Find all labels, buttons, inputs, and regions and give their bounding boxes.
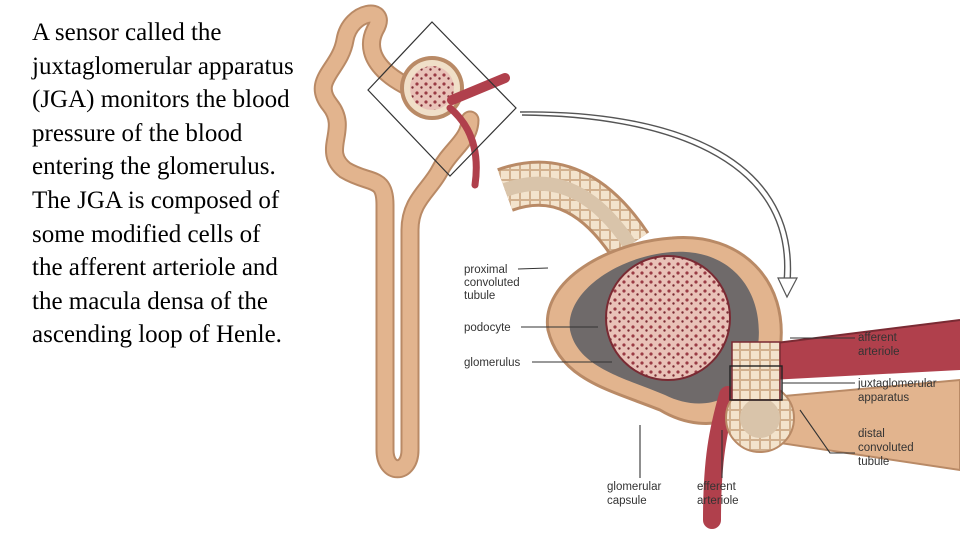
body-text: A sensor called the juxtaglomerular appa… bbox=[32, 19, 294, 349]
label-podocyte: podocyte bbox=[464, 322, 511, 334]
label-glomerulus: glomerulus bbox=[464, 357, 520, 369]
zoom-arrow bbox=[519, 111, 792, 283]
renal-corpuscle-detail bbox=[497, 160, 960, 529]
leader-lines bbox=[517, 267, 855, 478]
nephron-overview bbox=[313, 4, 798, 479]
label-efferent-arteriole: efferent arteriole bbox=[697, 481, 739, 507]
label-juxtaglomerular-apparatus: juxtaglomerular apparatus bbox=[857, 378, 940, 404]
label-glomerular-capsule: glomerular capsule bbox=[607, 481, 665, 507]
nephron-diagram: proximal convoluted tubule podocyte glom… bbox=[313, 4, 960, 529]
label-afferent-arteriole: afferent arteriole bbox=[858, 332, 900, 358]
labels: proximal convoluted tubule podocyte glom… bbox=[464, 264, 940, 507]
label-distal-convoluted-tubule: distal convoluted tubule bbox=[858, 428, 917, 468]
label-proximal-convoluted-tubule: proximal convoluted tubule bbox=[464, 264, 523, 302]
zoom-box bbox=[367, 21, 517, 177]
